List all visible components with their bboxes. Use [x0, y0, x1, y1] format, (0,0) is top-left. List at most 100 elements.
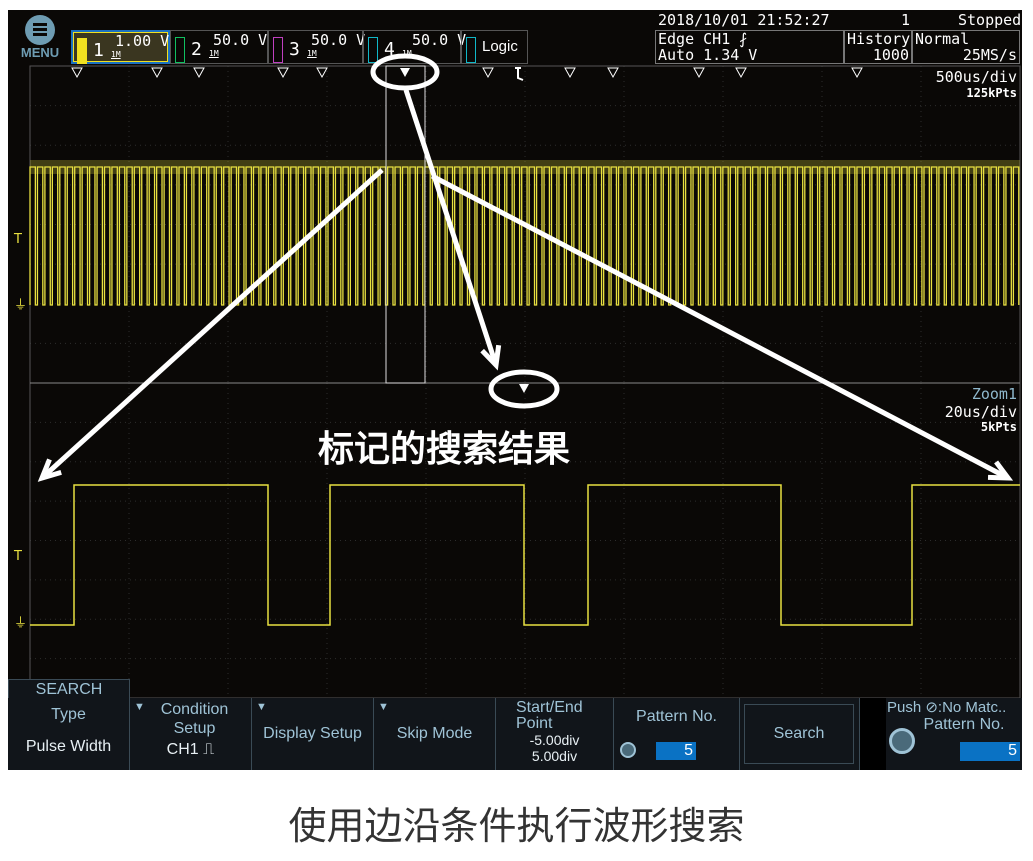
channel-scale: 50.0 V	[311, 31, 366, 49]
search-result-marker	[564, 67, 576, 79]
channel-number: 2	[191, 39, 202, 60]
impedance-label: 1M	[402, 49, 412, 58]
zoom-timebase: 20us/div	[944, 403, 1017, 421]
trigger-position-marker	[515, 67, 524, 81]
zoom-search-marker	[519, 384, 529, 393]
caption: 使用边沿条件执行波形搜索	[288, 806, 745, 848]
arrow-line	[40, 168, 384, 480]
channel-number: 4	[384, 39, 395, 60]
highlight-circle	[370, 53, 440, 91]
channel-scale: 1.00 V	[115, 32, 170, 50]
search-tab[interactable]: SEARCH	[8, 679, 130, 699]
start-end-label: Start/End Point	[516, 699, 583, 732]
channel-2-box[interactable]: 2 50.0 V 1M	[170, 30, 268, 64]
menu-label: MENU	[20, 45, 60, 60]
search-menu-cell: Search	[740, 698, 860, 770]
search-result-marker	[482, 67, 494, 79]
search-button[interactable]: Search	[744, 704, 854, 764]
impedance-label: 1M	[307, 49, 317, 58]
zoom-record-length: 5kPts	[980, 420, 1017, 434]
display-setup-menu[interactable]: Display Setup ▼	[252, 698, 374, 770]
channel-3-box[interactable]: 3 50.0 V 1M	[268, 30, 366, 64]
trigger-level-marker: T	[13, 232, 22, 247]
channel-1-box[interactable]: 1 1.00 V 1M	[71, 30, 170, 64]
ground-marker: ⏚	[14, 298, 27, 313]
history-info[interactable]: History 1000	[844, 30, 912, 64]
acquisition-mode[interactable]: Normal 25MS/s	[912, 30, 1020, 64]
dropdown-icon: ▼	[378, 701, 389, 713]
search-result-marker	[277, 67, 289, 79]
mode-label: Normal	[915, 30, 970, 48]
channel-scale: 50.0 V	[213, 31, 268, 49]
search-result-marker	[851, 67, 863, 79]
display-setup-label: Display Setup	[263, 725, 362, 742]
arrow-line	[430, 173, 1010, 481]
pattern-value[interactable]: 5	[960, 742, 1020, 761]
logic-label: Logic	[482, 38, 518, 55]
search-result-marker	[607, 67, 619, 79]
end-value: 5.00div	[531, 748, 578, 764]
impedance-label: 1M	[209, 49, 219, 58]
channel-number: 3	[289, 39, 300, 60]
trigger-level: Auto 1.34 V	[658, 46, 758, 64]
arrow-line	[403, 89, 499, 366]
condition-value: CH1 ⎍	[166, 741, 215, 758]
push-hint: Push ⊘:No Matc..	[887, 699, 1007, 716]
datetime: 2018/10/01 21:52:27	[658, 11, 830, 29]
skip-mode-menu[interactable]: Skip Mode ▼	[374, 698, 496, 770]
pattern-label: Pattern No.	[923, 716, 1005, 733]
channel-1-waveform	[29, 166, 1020, 306]
logic-box[interactable]: Logic	[461, 30, 528, 64]
arrow-head	[480, 344, 502, 371]
jog-pattern-panel[interactable]: Push ⊘:No Matc.. Pattern No. 5	[886, 698, 1022, 770]
acquisition-count: 1	[901, 11, 911, 29]
start-end-point-menu[interactable]: Start/End Point -5.00div 5.00div	[496, 698, 614, 770]
condition-label: Condition Setup	[160, 701, 229, 737]
search-result-marker	[735, 67, 747, 79]
arrow-head	[37, 458, 62, 482]
sample-rate: 25MS/s	[962, 46, 1017, 64]
impedance-label: 1M	[111, 50, 121, 59]
search-result-marker	[193, 67, 205, 79]
jog-knob-icon	[620, 742, 636, 758]
search-result-marker	[71, 67, 83, 79]
type-value: Pulse Width	[25, 738, 112, 755]
search-result-marker	[316, 67, 328, 79]
trigger-level-marker: T	[13, 549, 22, 564]
main-timebase: 500us/div	[935, 68, 1017, 86]
skip-mode-label: Skip Mode	[396, 725, 473, 742]
channel-scale: 50.0 V	[412, 31, 467, 49]
type-label: Type	[51, 706, 86, 723]
type-menu[interactable]: Type Pulse Width	[8, 698, 130, 770]
trigger-info[interactable]: Edge CH1 ⨏ Auto 1.34 V	[655, 30, 844, 64]
channel-number: 1	[93, 40, 104, 61]
zoom-label: Zoom1	[971, 385, 1017, 403]
arrow-head	[987, 460, 1014, 481]
history-value: 1000	[872, 46, 909, 64]
zoom-waveform	[30, 484, 1020, 626]
start-value: -5.00div	[529, 732, 580, 748]
selected-search-marker	[400, 68, 410, 77]
dropdown-icon: ▼	[134, 701, 145, 713]
channel-4-box[interactable]: 4 50.0 V 1M	[363, 30, 466, 64]
annotation-label: 标记的搜索结果	[318, 428, 571, 469]
menu-icon	[25, 15, 55, 45]
run-status: Stopped	[958, 11, 1022, 29]
menu-button[interactable]: MENU	[18, 15, 62, 65]
pattern-number-menu[interactable]: Pattern No. 5	[614, 698, 740, 770]
main-record-length: 125kPts	[966, 86, 1017, 100]
pattern-value[interactable]: 5	[656, 742, 696, 760]
history-label: History	[847, 30, 911, 48]
ground-marker: ⏚	[14, 616, 27, 631]
oscilloscope-screen	[8, 10, 1022, 770]
condition-setup-menu[interactable]: Condition Setup CH1 ⎍ ▼	[130, 698, 252, 770]
search-result-marker	[693, 67, 705, 79]
trigger-type: Edge CH1 ⨏	[658, 30, 748, 48]
waveform-noise-band	[30, 160, 1020, 174]
highlight-circle	[488, 369, 560, 409]
dropdown-icon: ▼	[256, 701, 267, 713]
zoom-window-box	[385, 65, 426, 384]
search-result-marker	[151, 67, 163, 79]
jog-knob-icon	[889, 728, 915, 754]
